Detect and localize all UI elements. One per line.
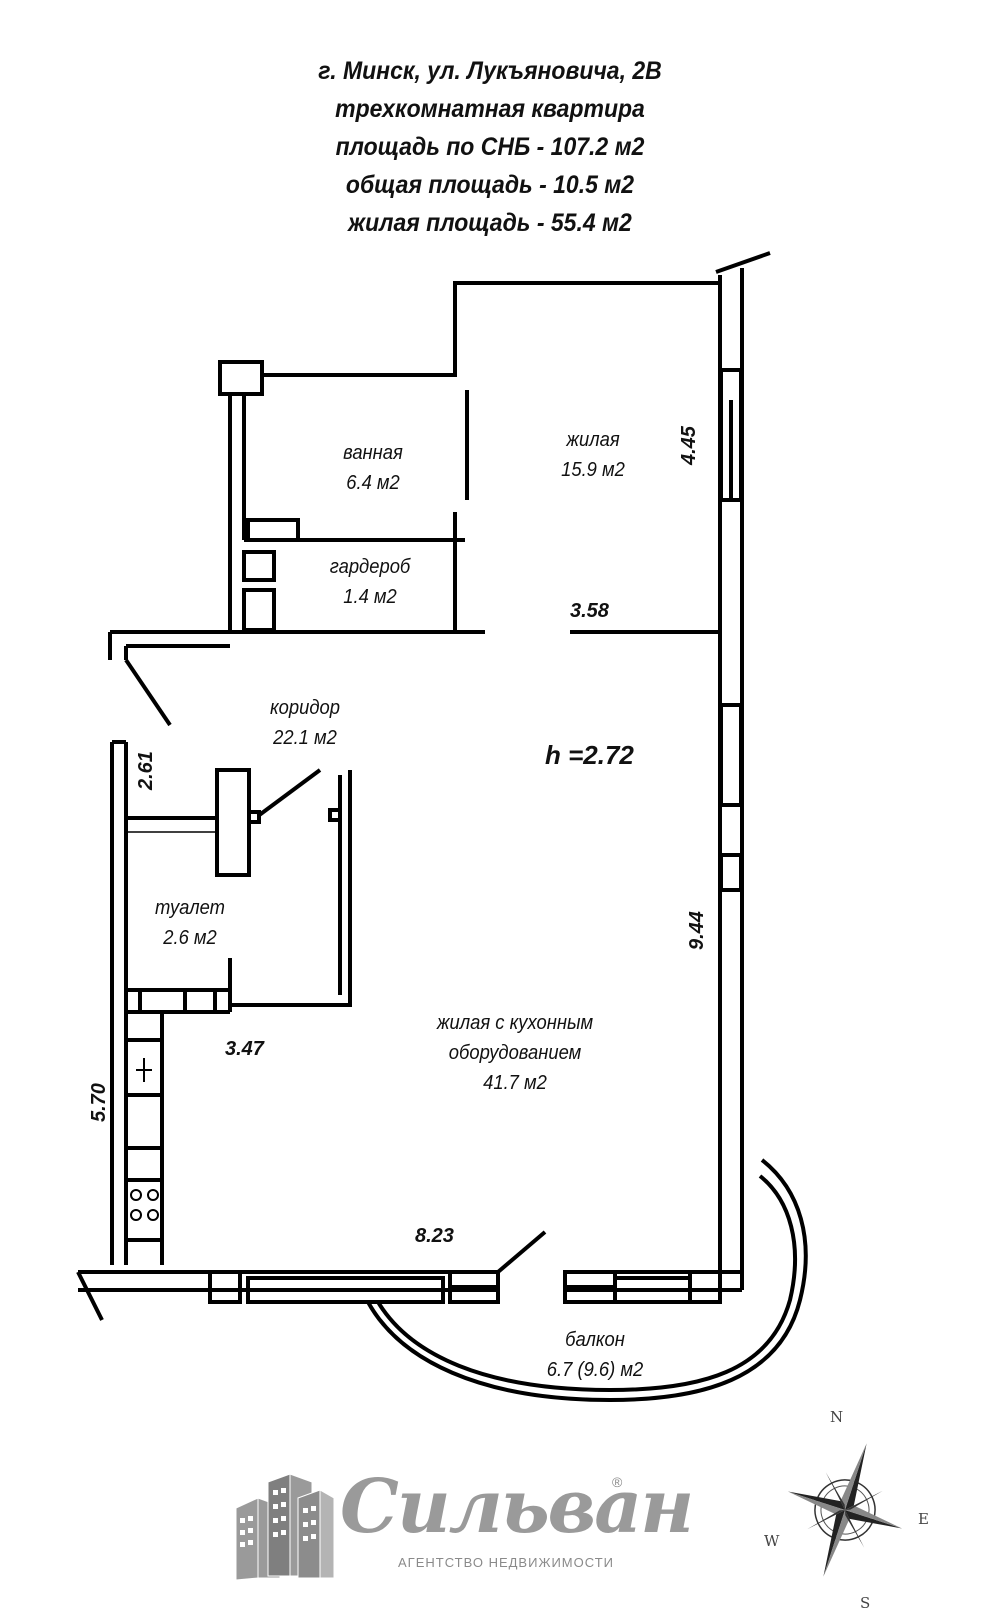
logo-registered-mark: ® (612, 1474, 623, 1490)
address-text: г. Минск, ул. Лукъяновича, 2В (318, 57, 662, 85)
logo-buildings-icon (235, 1473, 335, 1581)
room-corridor-area: 22.1 м2 (273, 727, 337, 749)
room-wardrobe-area: 1.4 м2 (343, 586, 397, 608)
room-balcony-area: 6.7 (9.6) м2 (546, 1359, 644, 1381)
room-kitchen-living-area: 41.7 м2 (483, 1072, 547, 1094)
entrance-door-leaf (124, 658, 172, 727)
stove-burner-1 (130, 1189, 142, 1201)
stove-burner-3 (130, 1209, 142, 1221)
facade-niche (719, 853, 743, 892)
room-bathroom-area: 6.4 м2 (346, 472, 400, 494)
room-toilet-area: 2.6 м2 (163, 927, 217, 949)
room-balcony-label: балкон 6.7 (9.6) м2 (526, 1325, 664, 1385)
dim-living-bottom: 3.58 (570, 600, 609, 622)
compass-north-label: N (830, 1408, 844, 1426)
stove-burner-4 (147, 1209, 159, 1221)
window-bottom-6 (688, 1270, 722, 1304)
dim-living-right: 4.45 (678, 426, 700, 465)
dim-kitchen-right: 9.44 (686, 911, 708, 950)
balcony-door-leaf (496, 1230, 547, 1274)
room-living-name: жилая (566, 429, 620, 451)
dim-kitchen-left: 5.70 (88, 1083, 110, 1122)
room-wardrobe-label: гардероб 1.4 м2 (315, 552, 425, 612)
bathroom-vent (246, 518, 300, 542)
shaft-box (218, 360, 264, 396)
dim-toilet-bottom: 3.47 (225, 1038, 264, 1060)
wardrobe-cabinet-1 (242, 550, 276, 582)
room-kitchen-living-name-1: жилая с кухонным (436, 1012, 594, 1034)
window-bottom-1 (208, 1270, 242, 1304)
compass-south-label: S (860, 1594, 871, 1612)
room-bathroom-name: ванная (343, 442, 403, 464)
room-kitchen-living-name-2: оборудованием (448, 1042, 582, 1064)
wall-bottom-cut (76, 1271, 104, 1321)
boiler-valve (247, 810, 261, 824)
balcony-outline-inner (376, 1174, 798, 1393)
room-toilet-name: туалет (155, 897, 225, 919)
window-facade-2 (719, 703, 743, 807)
compass-east-label: E (918, 1510, 929, 1528)
apartment-type-text: трехкомнатная квартира (335, 95, 645, 123)
area-living-text: жилая площадь - 55.4 м2 (348, 209, 632, 237)
dim-kitchen-bottom: 8.23 (415, 1225, 454, 1247)
ceiling-height: h =2.72 (545, 740, 634, 770)
room-corridor-label: коридор 22.1 м2 (250, 693, 360, 753)
plan-header: г. Минск, ул. Лукъяновича, 2В трехкомнат… (269, 52, 711, 242)
room-bathroom-label: ванная 6.4 м2 (322, 438, 423, 498)
room-corridor-name: коридор (269, 697, 341, 719)
room-toilet-label: туалет 2.6 м2 (139, 893, 240, 953)
room-living-area: 15.9 м2 (561, 459, 625, 481)
logo-name: Сильван (340, 1464, 694, 1550)
room-kitchen-living-label: жилая с кухонным оборудованием 41.7 м2 (423, 1008, 607, 1098)
wardrobe-cabinet-2 (242, 588, 276, 632)
area-common-text: общая площадь - 10.5 м2 (345, 171, 635, 199)
boiler-unit (215, 768, 251, 877)
wall-facade-top-cut (715, 251, 771, 274)
room-wardrobe-name: гардероб (329, 556, 411, 578)
compass-west-label: W (764, 1532, 780, 1550)
wall-toilet-notch (328, 808, 340, 822)
wall-living-top (453, 281, 720, 296)
boiler-pipe (256, 768, 322, 818)
kitchen-counter (126, 1010, 164, 1265)
room-living-label: жилая 15.9 м2 (542, 425, 643, 485)
area-snb-text: площадь по СНБ - 107.2 м2 (335, 133, 645, 161)
walls (76, 251, 808, 1403)
dim-corridor-left: 2.61 (135, 751, 157, 790)
stove-burner-2 (147, 1189, 159, 1201)
wall-living-left-upper (262, 283, 457, 377)
window-bottom-2 (246, 1276, 445, 1304)
room-balcony-name: балкон (565, 1329, 625, 1351)
compass-rose-icon (787, 1443, 903, 1577)
logo-subtitle: АГЕНТСТВО НЕДВИЖИМОСТИ (398, 1555, 614, 1570)
wall-toilet-partition (230, 770, 352, 1007)
balcony-outline-outer (366, 1158, 808, 1403)
